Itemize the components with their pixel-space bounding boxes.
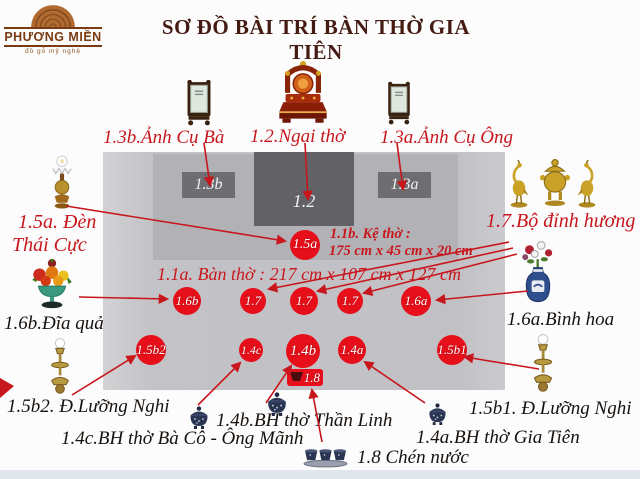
marker-1-7-right: 1.7 (337, 288, 363, 314)
label-luong-nghi-phai: 1.5b1. Đ.Lưỡng Nghi (469, 398, 632, 419)
label-binh-hoa: 1.6a.Bình hoa (507, 309, 615, 330)
label-chen-nuoc: 1.8 Chén nước (357, 447, 469, 468)
label-anh-cu-ong: 1.3a.Ảnh Cụ Ông (380, 127, 513, 148)
red-wedge-decoration (0, 378, 14, 398)
marker-1-5b2: 1.5b2 (136, 335, 166, 365)
footer-strip (0, 470, 640, 479)
crane-icon-left (510, 160, 529, 208)
marker-1-4b: 1.4b (286, 334, 320, 368)
shelf-box-1-3b: 1.3b (182, 172, 235, 198)
marker-1-4a: 1.4a (338, 336, 366, 364)
cup-icon (290, 372, 303, 381)
marker-1-7-left: 1.7 (240, 288, 266, 314)
marker-1-6b: 1.6b (173, 287, 201, 315)
marker-1-8: 1.8 (287, 369, 323, 386)
marker-1-7-center: 1.7 (290, 287, 318, 315)
flower-vase-icon (522, 241, 553, 303)
photo-frame-icon-right (388, 81, 410, 125)
label-anh-cu-ba: 1.3b.Ảnh Cụ Bà (103, 127, 225, 148)
label-bh-than-linh: 1.4b.BH thờ Thần Linh (216, 410, 393, 431)
label-den-thai-cuc-line1: 1.5a. Đèn (18, 211, 97, 233)
label-den-thai-cuc-line2: Thái Cực (12, 234, 87, 256)
label-ban-tho: 1.1a. Bàn thờ : 217 cm x 107 cm x 127 cm (157, 264, 462, 284)
throne-icon (279, 61, 327, 123)
marker-1-6a: 1.6a (401, 286, 431, 316)
brand-name: PHƯƠNG MIỀN (4, 27, 102, 47)
label-dia-qua: 1.6b.Đĩa quả (4, 313, 104, 334)
wood-grain-logo-icon (31, 5, 75, 27)
label-ke-tho-line2: 175 cm x 45 cm x 20 cm (329, 243, 473, 259)
page-title: SƠ ĐỒ BÀI TRÍ BÀN THỜ GIA TIÊN (161, 15, 471, 64)
oil-lamp-icon (52, 155, 72, 209)
candlestick-icon-left (51, 338, 69, 394)
incense-pot-icon-left (190, 406, 208, 429)
label-luong-nghi-trai: 1.5b2. Đ.Lưỡng Nghi (7, 396, 170, 417)
marker-1-8-label: 1.8 (303, 369, 320, 385)
candlestick-icon-right (533, 334, 553, 392)
label-bh-gia-tien: 1.4a.BH thờ Gia Tiên (416, 427, 580, 448)
fruit-plate-icon (32, 259, 72, 309)
label-ngai-tho: 1.2.Ngai thờ (250, 126, 346, 147)
marker-1-4c: 1.4c (239, 338, 263, 362)
shelf-box-1-3a: 1.3a (378, 172, 431, 198)
water-cups-icon (303, 449, 348, 468)
photo-frame-icon-left (187, 79, 211, 126)
incense-pot-icon-right (429, 403, 446, 425)
brand-logo: PHƯƠNG MIỀN đồ gỗ mỹ nghệ (4, 2, 102, 55)
label-ke-tho-line1: 1.1b. Kệ thờ : (330, 226, 411, 242)
marker-1-5a: 1.5a (290, 230, 320, 260)
crane-icon-right (577, 160, 596, 208)
golden-censer-icon (539, 159, 571, 207)
brand-tagline: đồ gỗ mỹ nghệ (24, 48, 81, 55)
shelf-box-1-2: 1.2 (254, 152, 354, 226)
label-bo-dinh-huong: 1.7.Bộ đỉnh hương (486, 210, 636, 232)
label-bh-ba-co: 1.4c.BH thờ Bà Cô - Ông Mãnh (61, 428, 304, 449)
marker-1-5b1: 1.5b1 (437, 335, 467, 365)
